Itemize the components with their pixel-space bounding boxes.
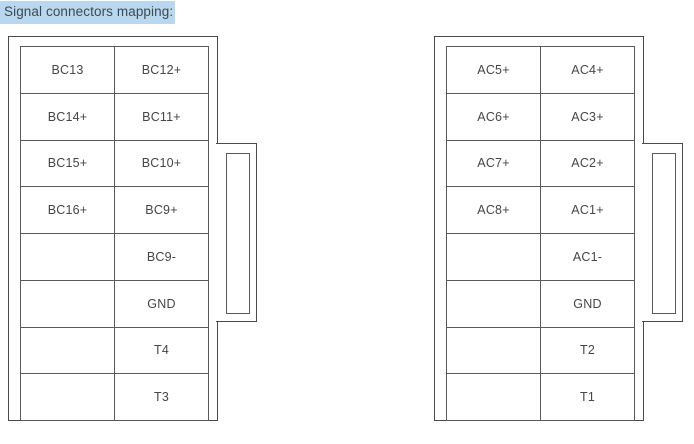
pin-cell: BC15+ xyxy=(20,139,115,188)
connector-side-latch xyxy=(642,143,683,322)
page-title: Signal connectors mapping: xyxy=(0,0,176,24)
table-row: AC1- xyxy=(446,233,635,281)
table-row: BC13 BC12+ xyxy=(20,46,209,94)
table-row: BC14+ BC11+ xyxy=(20,92,209,141)
table-row: BC15+ BC10+ xyxy=(20,139,209,188)
pin-cell: BC13 xyxy=(20,46,115,94)
table-row: AC6+ AC3+ xyxy=(446,92,635,141)
pin-mapping-table: AC5+ AC4+ AC6+ AC3+ AC7+ AC2+ AC8+ AC1+ … xyxy=(446,46,635,421)
pin-cell: AC8+ xyxy=(446,186,541,234)
pin-cell: BC12+ xyxy=(114,46,209,94)
pin-cell: BC16+ xyxy=(20,186,115,234)
pin-mapping-table: BC13 BC12+ BC14+ BC11+ BC15+ BC10+ BC16+… xyxy=(20,46,209,421)
pin-cell: T2 xyxy=(540,326,635,375)
pin-cell: AC6+ xyxy=(446,92,541,141)
pin-cell-empty xyxy=(20,279,115,328)
page-title-text: Signal connectors mapping: xyxy=(0,0,176,24)
table-row: T1 xyxy=(446,373,635,421)
pin-cell-empty xyxy=(20,233,115,281)
pin-cell: BC9- xyxy=(114,233,209,281)
table-row: GND xyxy=(446,279,635,328)
connector-side-latch xyxy=(216,143,257,322)
pin-cell: AC5+ xyxy=(446,46,541,94)
table-row: T3 xyxy=(20,373,209,421)
pin-cell: GND xyxy=(540,279,635,328)
table-row: AC7+ AC2+ xyxy=(446,139,635,188)
pin-cell-empty xyxy=(446,233,541,281)
pin-cell: AC4+ xyxy=(540,46,635,94)
pin-cell-empty xyxy=(20,373,115,421)
pin-cell: T4 xyxy=(114,326,209,375)
pin-cell: GND xyxy=(114,279,209,328)
pin-cell: BC11+ xyxy=(114,92,209,141)
table-row: AC5+ AC4+ xyxy=(446,46,635,94)
pin-cell-empty xyxy=(446,326,541,375)
table-row: T2 xyxy=(446,326,635,375)
pin-cell: BC9+ xyxy=(114,186,209,234)
pin-cell: T1 xyxy=(540,373,635,421)
pin-cell: BC14+ xyxy=(20,92,115,141)
pin-cell: AC7+ xyxy=(446,139,541,188)
pin-cell: AC3+ xyxy=(540,92,635,141)
table-row: BC16+ BC9+ xyxy=(20,186,209,234)
table-row: BC9- xyxy=(20,233,209,281)
connector-side-latch-inner xyxy=(226,153,250,314)
table-row: AC8+ AC1+ xyxy=(446,186,635,234)
pin-cell: BC10+ xyxy=(114,139,209,188)
pin-cell-empty xyxy=(20,326,115,375)
pin-cell: AC1- xyxy=(540,233,635,281)
pin-cell: AC1+ xyxy=(540,186,635,234)
connector-side-latch-inner xyxy=(652,153,676,314)
table-row: GND xyxy=(20,279,209,328)
pin-cell-empty xyxy=(446,279,541,328)
pin-cell: AC2+ xyxy=(540,139,635,188)
table-row: T4 xyxy=(20,326,209,375)
pin-cell: T3 xyxy=(114,373,209,421)
pin-cell-empty xyxy=(446,373,541,421)
